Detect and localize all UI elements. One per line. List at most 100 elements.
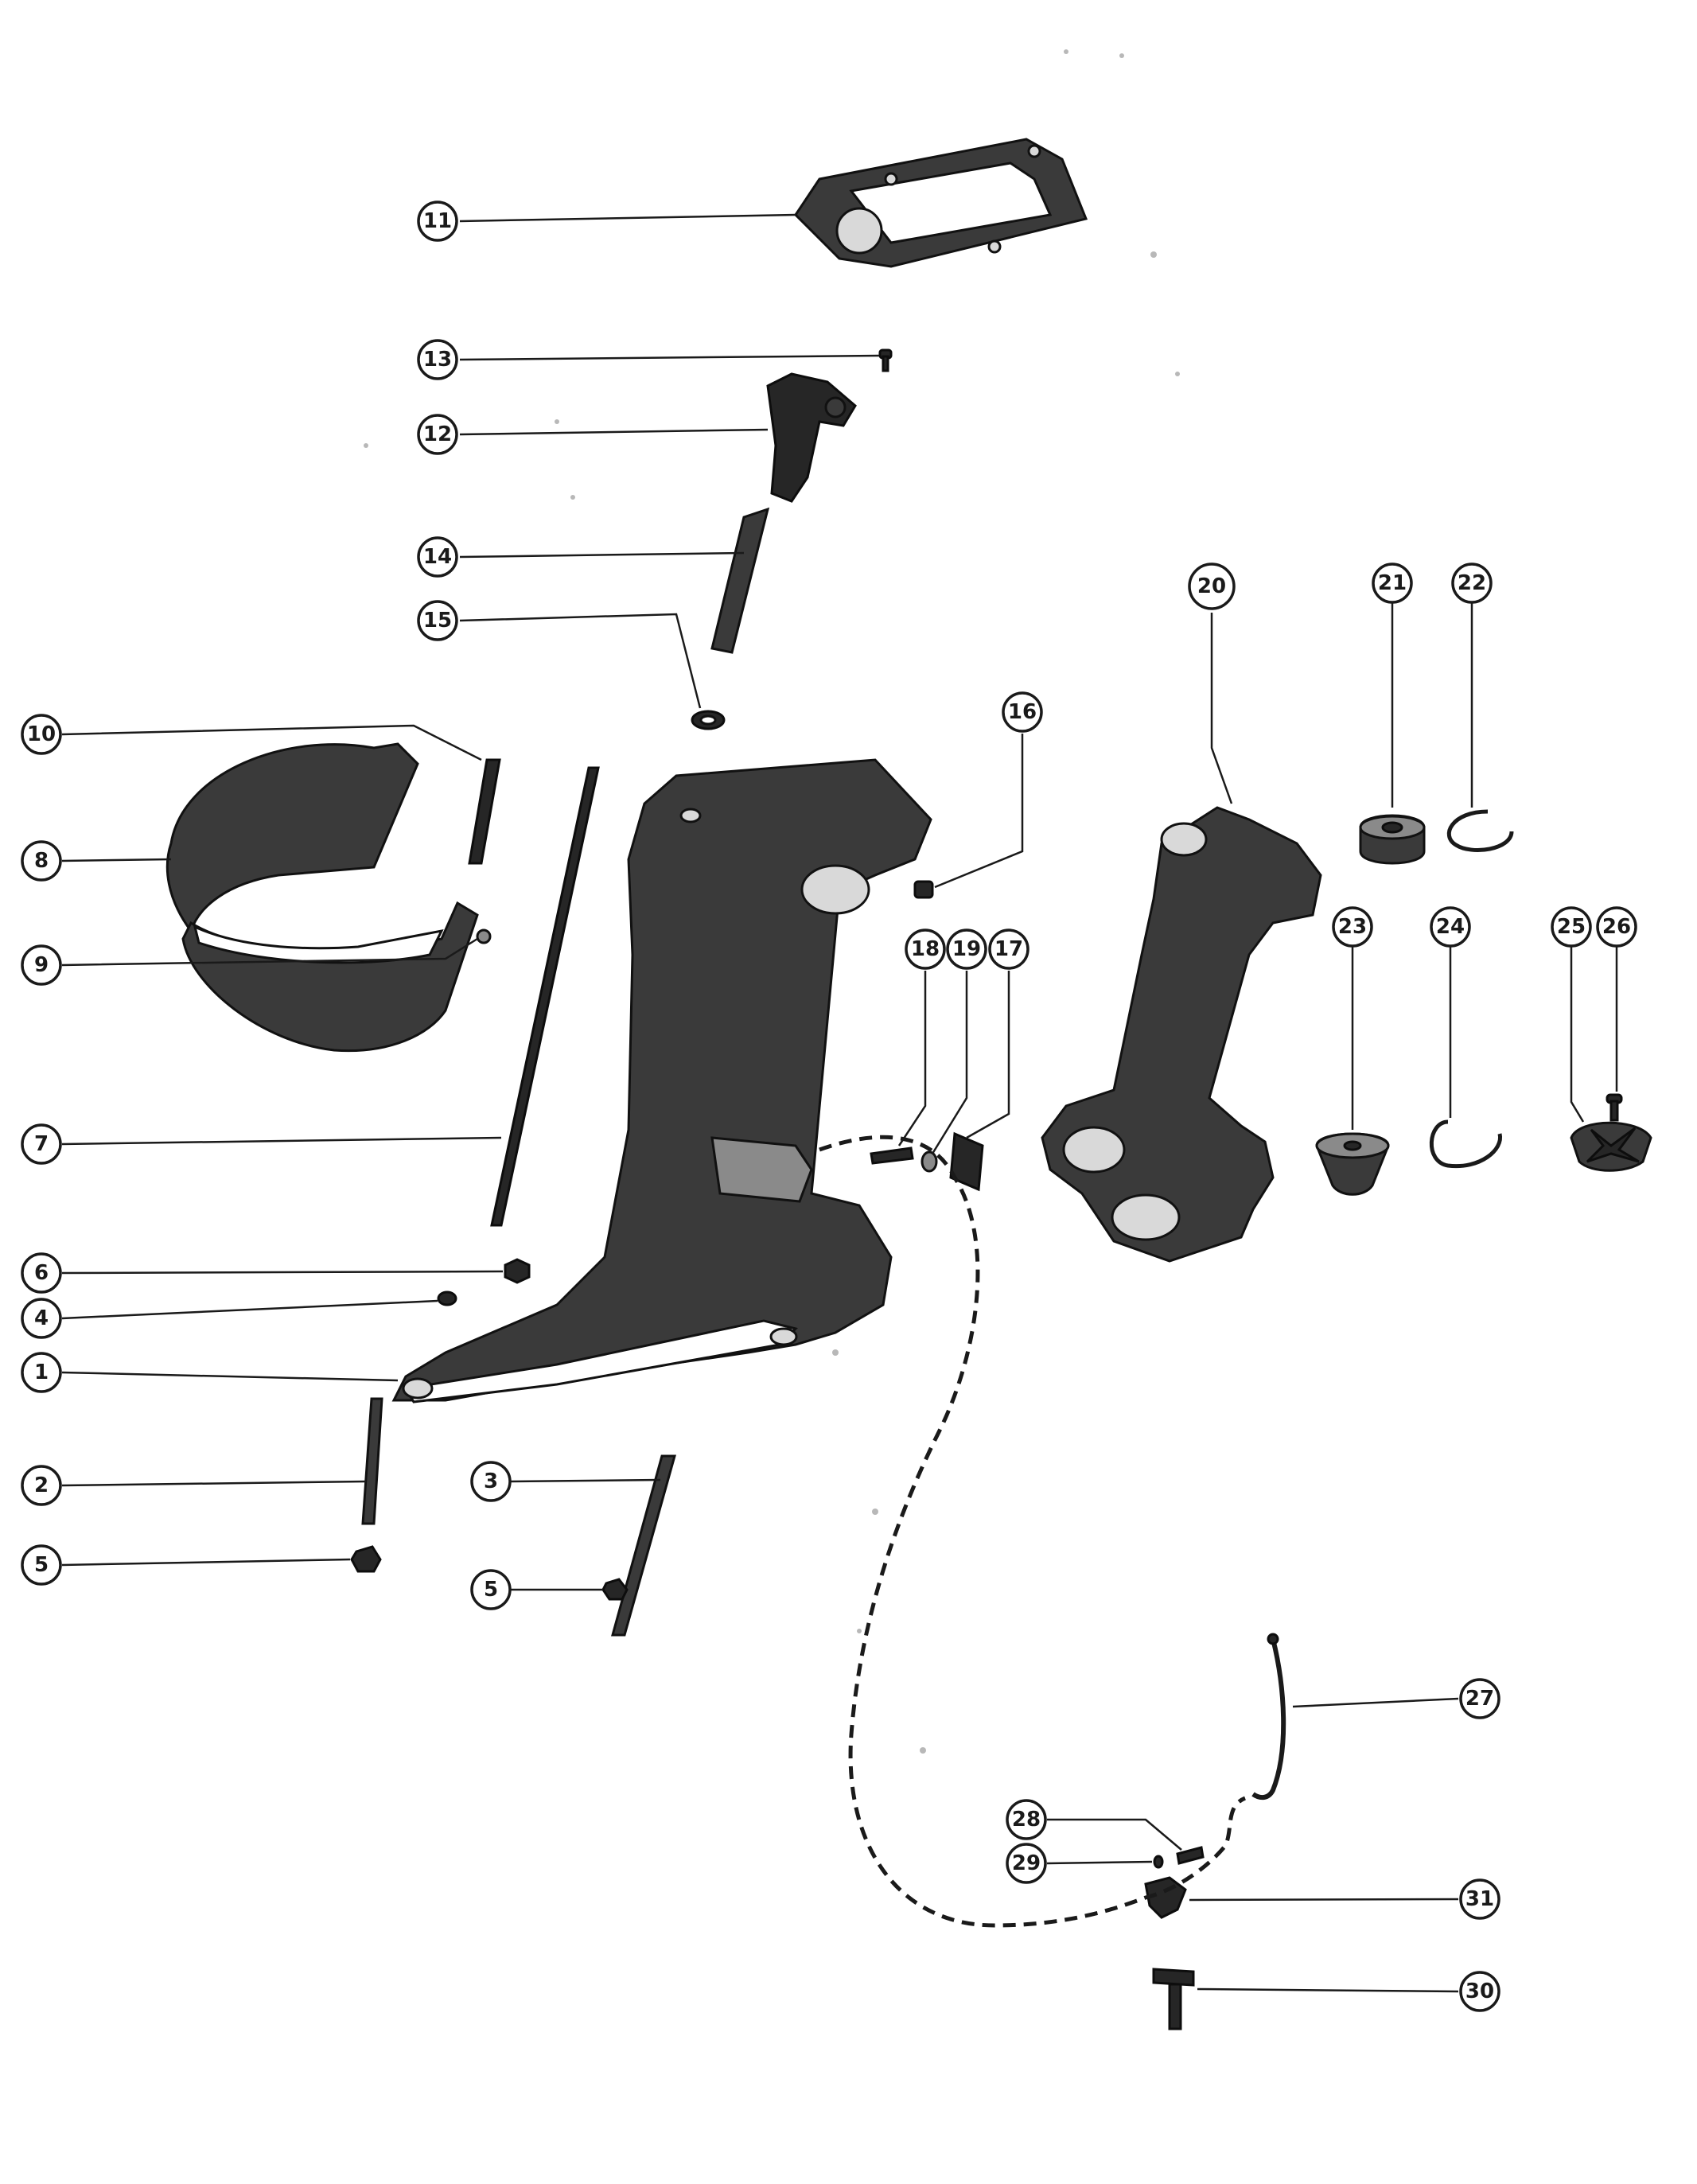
callout-6: 6 bbox=[21, 1252, 62, 1294]
callout-15: 15 bbox=[417, 600, 458, 641]
callout-label: 20 bbox=[1197, 574, 1226, 598]
callout-22: 22 bbox=[1451, 563, 1493, 604]
part-21-seal bbox=[1359, 814, 1426, 865]
callout-2: 2 bbox=[21, 1465, 62, 1506]
callout-20: 20 bbox=[1188, 563, 1236, 610]
callout-label: 17 bbox=[994, 937, 1023, 961]
callout-18: 18 bbox=[905, 928, 946, 970]
callout-21: 21 bbox=[1372, 563, 1413, 604]
callout-circle bbox=[1459, 1971, 1500, 2012]
callout-circle bbox=[21, 714, 62, 755]
leader-lines bbox=[61, 213, 1618, 1993]
part-23-seal bbox=[1315, 1132, 1390, 1196]
callout-label: 21 bbox=[1378, 571, 1407, 595]
callout-circle bbox=[1459, 1678, 1500, 1719]
part-2-stud bbox=[361, 1397, 383, 1525]
callout-5-left: 5 bbox=[21, 1544, 62, 1586]
part-28-screw bbox=[1176, 1846, 1205, 1865]
part-27-shift-rod bbox=[1251, 1633, 1286, 1801]
callout-circle bbox=[1551, 906, 1592, 948]
callout-4: 4 bbox=[21, 1298, 62, 1339]
callout-29: 29 bbox=[1006, 1843, 1047, 1884]
callout-10: 10 bbox=[21, 714, 62, 755]
print-texture bbox=[364, 49, 1180, 1754]
callout-label: 18 bbox=[911, 937, 940, 961]
callout-circle bbox=[417, 339, 458, 380]
callout-label: 10 bbox=[27, 722, 56, 746]
callout-7: 7 bbox=[21, 1123, 62, 1165]
callout-circle bbox=[21, 840, 62, 882]
callout-16: 16 bbox=[1002, 691, 1043, 733]
part-18-screw bbox=[870, 1147, 914, 1165]
callout-14: 14 bbox=[417, 536, 458, 578]
part-5-nut-left bbox=[350, 1545, 382, 1573]
callout-circle bbox=[417, 200, 458, 242]
callout-24: 24 bbox=[1430, 906, 1471, 948]
callout-30: 30 bbox=[1459, 1971, 1500, 2012]
part-16-grommet bbox=[913, 880, 934, 899]
part-4-nut bbox=[437, 1291, 457, 1306]
callout-label: 31 bbox=[1465, 1887, 1494, 1911]
callout-circle bbox=[417, 600, 458, 641]
callout-11: 11 bbox=[417, 200, 458, 242]
callout-25: 25 bbox=[1551, 906, 1592, 948]
dashed-assembly-line bbox=[819, 1135, 1247, 1928]
callout-label: 5 bbox=[484, 1578, 498, 1602]
part-17-plate bbox=[949, 1131, 984, 1192]
part-10-strip bbox=[468, 758, 501, 865]
callout-circle bbox=[1002, 691, 1043, 733]
callout-circle bbox=[1596, 906, 1637, 948]
callout-17: 17 bbox=[988, 928, 1029, 970]
callout-circle bbox=[417, 414, 458, 455]
part-29-washer bbox=[1153, 1855, 1164, 1869]
callout-circle bbox=[905, 928, 946, 970]
callout-label: 11 bbox=[423, 209, 452, 233]
callout-circle bbox=[21, 1352, 62, 1393]
part-13-screw bbox=[878, 348, 893, 372]
part-26-screw bbox=[1606, 1093, 1623, 1122]
callout-26: 26 bbox=[1596, 906, 1637, 948]
callout-circle bbox=[21, 1298, 62, 1339]
callout-label: 29 bbox=[1012, 1851, 1041, 1875]
callout-8: 8 bbox=[21, 840, 62, 882]
callout-circle bbox=[470, 1569, 512, 1610]
callout-12: 12 bbox=[417, 414, 458, 455]
callout-label: 3 bbox=[484, 1470, 498, 1493]
part-19-washer bbox=[921, 1150, 938, 1173]
part-9-nut bbox=[476, 928, 492, 944]
callout-circle bbox=[946, 928, 987, 970]
part-22-ring bbox=[1446, 809, 1514, 852]
callout-circle bbox=[1006, 1799, 1047, 1840]
part-24-ring bbox=[1429, 1119, 1502, 1169]
callout-label: 23 bbox=[1338, 915, 1367, 939]
callout-13: 13 bbox=[417, 339, 458, 380]
callout-1: 1 bbox=[21, 1352, 62, 1393]
part-12-tube-guide bbox=[766, 372, 857, 503]
callout-label: 15 bbox=[423, 609, 452, 633]
part-1-driveshaft-housing bbox=[391, 758, 932, 1403]
callout-circle bbox=[1006, 1843, 1047, 1884]
part-5-nut-right bbox=[601, 1578, 629, 1601]
callout-label: 25 bbox=[1557, 915, 1586, 939]
callout-circle bbox=[1451, 563, 1493, 604]
callout-label: 1 bbox=[34, 1361, 49, 1384]
callout-circle bbox=[1188, 563, 1236, 610]
callout-label: 14 bbox=[423, 545, 452, 569]
callout-label: 27 bbox=[1465, 1687, 1494, 1711]
part-25-cap bbox=[1570, 1121, 1652, 1172]
callout-label: 2 bbox=[34, 1474, 49, 1497]
part-15-grommet bbox=[691, 710, 726, 730]
callout-31: 31 bbox=[1459, 1878, 1500, 1920]
callout-circle bbox=[21, 1544, 62, 1586]
callout-circle bbox=[1332, 906, 1373, 948]
callout-label: 9 bbox=[34, 953, 49, 977]
callout-27: 27 bbox=[1459, 1678, 1500, 1719]
callout-circle bbox=[21, 1252, 62, 1294]
callout-circle bbox=[21, 944, 62, 986]
callout-label: 30 bbox=[1465, 1980, 1494, 2003]
callout-label: 7 bbox=[34, 1132, 49, 1156]
callout-circle bbox=[1372, 563, 1413, 604]
callout-23: 23 bbox=[1332, 906, 1373, 948]
callout-label: 4 bbox=[34, 1306, 49, 1330]
